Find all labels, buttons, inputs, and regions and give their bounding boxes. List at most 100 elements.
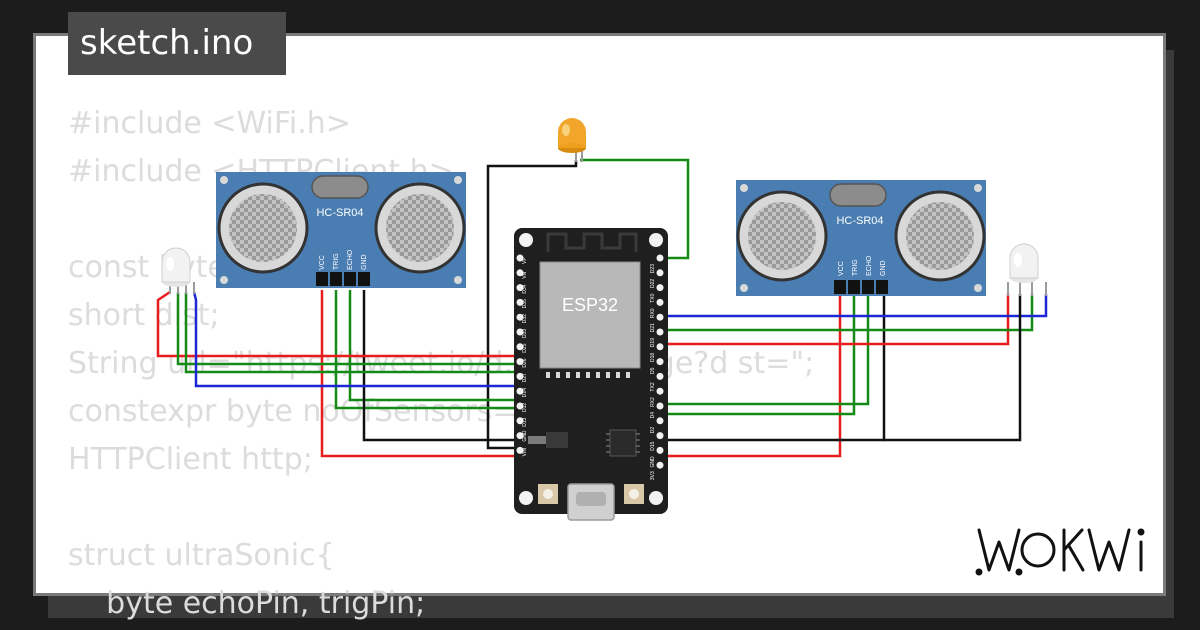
esp32-pin-vn[interactable]	[516, 269, 524, 277]
wire-rgb-left-green1	[176, 292, 520, 366]
code-line: struct ultraSonic{	[68, 538, 335, 573]
esp32-label: ESP32	[562, 295, 618, 315]
filename-tag: sketch.ino	[68, 12, 286, 75]
esp32-pin-label: D14	[522, 388, 528, 397]
esp32-pin-d4[interactable]	[656, 402, 664, 410]
esp32-pin-d15[interactable]	[656, 432, 664, 440]
esp32-pin-rx0[interactable]	[656, 298, 664, 306]
wire-rgb-right-green	[658, 294, 1034, 332]
wire-rgb-right-gnd	[884, 294, 1022, 442]
esp32-pin-d13[interactable]	[516, 417, 524, 425]
esp32-pin-label: D25	[522, 343, 528, 352]
wire-right-trig	[658, 292, 856, 416]
wire-led-gnd	[486, 160, 578, 450]
wires	[156, 158, 1048, 458]
wire-right-echo	[658, 292, 870, 406]
wire-left-gnd	[362, 290, 520, 442]
rgb-led-right	[1007, 243, 1047, 296]
esp32-pin-label: VP	[522, 257, 528, 264]
esp32-pin-d32[interactable]	[516, 313, 524, 321]
esp32-pin-label: D4	[650, 412, 656, 419]
esp32-pin-label: D26	[522, 358, 528, 367]
esp32-pin-label: D22	[650, 279, 656, 288]
reset-button[interactable]	[624, 484, 644, 504]
sensor-left-pin-vcc: VCC	[319, 255, 326, 270]
esp32-pin-3v3[interactable]	[656, 461, 664, 469]
wire-led-d23	[580, 158, 690, 260]
esp32-pin-d33[interactable]	[516, 328, 524, 336]
esp32-pin-label: D5	[650, 367, 656, 374]
esp32-pin-rx2[interactable]	[656, 387, 664, 395]
wire-rgb-left-red	[156, 290, 520, 358]
esp32-pin-label: D23	[650, 264, 656, 273]
esp32-pin-label: D12	[522, 403, 528, 412]
esp32-pin-label: D19	[650, 338, 656, 347]
sensor-left-label: HC-SR04	[316, 207, 363, 219]
esp32-pin-label: RX2	[650, 397, 656, 407]
sensor-left-pin-trig: TRIG	[333, 253, 340, 270]
code-line: HTTPClient http;	[68, 442, 313, 477]
esp32-pin-label: D32	[522, 314, 528, 323]
esp32-pin-label: TX2	[650, 382, 656, 391]
esp32-pin-d23[interactable]	[656, 254, 664, 262]
esp32-pin-label: D33	[522, 329, 528, 338]
esp32-pin-label: TX0	[650, 293, 656, 302]
sensor-left-pin-gnd: GND	[361, 254, 368, 270]
esp32-pin-d21[interactable]	[656, 313, 664, 321]
esp32-pin-d27[interactable]	[516, 372, 524, 380]
ultrasonic-sensor-right: HC-SR04 VCC TRIG ECHO GND	[736, 180, 986, 296]
esp32-pin-d34[interactable]	[516, 284, 524, 292]
led-amber	[558, 118, 586, 162]
esp32-pin-vp[interactable]	[516, 254, 524, 262]
esp32-pin-label: D35	[522, 299, 528, 308]
esp32-pin-d25[interactable]	[516, 343, 524, 351]
esp32-pin-label: VIN	[522, 448, 528, 457]
esp32-pin-d26[interactable]	[516, 358, 524, 366]
code-line: byte echoPin, trigPin;	[68, 586, 426, 621]
esp32-pin-label: D34	[522, 284, 528, 293]
rgb-led-left	[161, 247, 195, 294]
wire-left-echo	[348, 290, 520, 402]
wire-left-trig	[334, 290, 520, 410]
sensor-right-pin-echo: ECHO	[866, 255, 873, 276]
esp32-pin-vin[interactable]	[516, 446, 524, 454]
esp32-pin-label: D13	[522, 417, 528, 426]
code-line: #include <WiFi.h>	[68, 106, 351, 141]
esp32-pin-label: D21	[650, 323, 656, 332]
esp32-pin-label: RX0	[650, 308, 656, 318]
sensor-left-pin-echo: ECHO	[347, 249, 354, 270]
ultrasonic-sensor-left: HC-SR04 VCC TRIG ECHO GND	[216, 172, 466, 288]
wokwi-logo	[975, 520, 1155, 589]
wire-rgb-right-red	[658, 294, 1010, 346]
esp32-pin-d35[interactable]	[516, 298, 524, 306]
sensor-right-pin-trig: TRIG	[852, 259, 859, 276]
wire-rgb-right-blue	[658, 294, 1048, 318]
esp32-pin-label: VN	[522, 271, 528, 278]
esp32-pin-tx2[interactable]	[656, 372, 664, 380]
esp32-pin-gnd[interactable]	[656, 446, 664, 454]
esp32-pin-gnd[interactable]	[516, 432, 524, 440]
esp32-pin-label: D27	[522, 373, 528, 382]
wire-rgb-left-green2	[184, 292, 520, 374]
esp32-pin-label: GND	[522, 430, 528, 442]
esp32-pin-tx0[interactable]	[656, 284, 664, 292]
esp32-pin-d2[interactable]	[656, 417, 664, 425]
esp32-pin-d22[interactable]	[656, 269, 664, 277]
esp32-pin-label: D18	[650, 353, 656, 362]
esp32-pin-d14[interactable]	[516, 387, 524, 395]
sensor-right-pin-vcc: VCC	[838, 261, 845, 276]
esp32-pin-d19[interactable]	[656, 328, 664, 336]
esp32-pin-d5[interactable]	[656, 358, 664, 366]
wire-right-gnd	[658, 292, 886, 442]
esp32-pin-label: GND	[650, 456, 656, 468]
esp32-pin-d12[interactable]	[516, 402, 524, 410]
wire-right-vcc	[668, 292, 842, 458]
esp32-pin-label: 3V3	[650, 471, 656, 480]
sensor-right-pin-gnd: GND	[880, 260, 887, 276]
esp32-pin-d18[interactable]	[656, 343, 664, 351]
esp32-pin-label: D2	[650, 427, 656, 434]
boot-button[interactable]	[538, 484, 558, 504]
esp32-pin-label: D15	[650, 441, 656, 450]
